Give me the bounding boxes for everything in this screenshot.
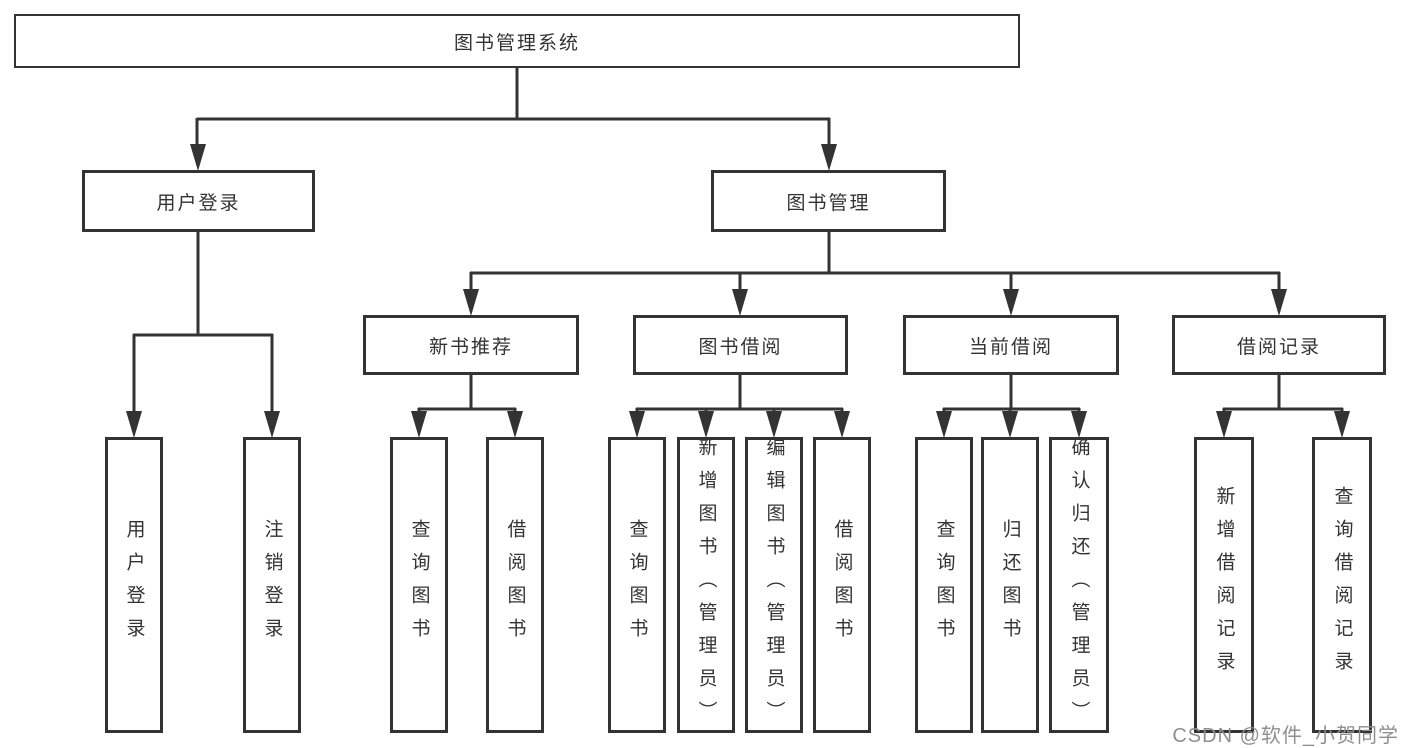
node-nb-query-books-label: 查询图书 (408, 519, 430, 651)
node-user-login: 用户登录 (82, 170, 315, 232)
node-current-borrow-label: 当前借阅 (968, 336, 1053, 358)
node-borrow-records-label: 借阅记录 (1236, 336, 1321, 358)
node-bb-add-books-label: 新增图书（管理员） (695, 436, 717, 734)
node-br-query-record-label: 查询借阅记录 (1331, 486, 1353, 684)
node-leaf-logout-label: 注销登录 (261, 519, 283, 651)
node-br-add-record-label: 新增借阅记录 (1213, 486, 1235, 684)
node-cb-confirm-return: 确认归还（管理员） (1049, 436, 1109, 734)
watermark: CSDN @软件_小贺同学 (1172, 725, 1399, 747)
node-bb-add-books: 新增图书（管理员） (677, 436, 735, 734)
node-cb-query-books-label: 查询图书 (933, 519, 955, 651)
node-leaf-user-login-label: 用户登录 (123, 519, 145, 651)
node-root-label: 图书管理系统 (453, 32, 580, 54)
node-br-query-record: 查询借阅记录 (1312, 437, 1372, 733)
node-bb-borrow-books-label: 借阅图书 (831, 519, 853, 651)
node-user-login-label: 用户登录 (156, 192, 241, 214)
node-book-borrow: 图书借阅 (633, 315, 848, 375)
node-book-management: 图书管理 (711, 170, 946, 232)
node-root: 图书管理系统 (14, 14, 1020, 68)
node-current-borrow: 当前借阅 (903, 315, 1119, 375)
node-leaf-user-login: 用户登录 (105, 437, 163, 733)
node-br-add-record: 新增借阅记录 (1194, 437, 1254, 733)
node-cb-return-books: 归还图书 (981, 437, 1039, 733)
node-bb-edit-books-label: 编辑图书（管理员） (763, 436, 785, 734)
node-nb-borrow-books: 借阅图书 (486, 437, 544, 733)
node-cb-query-books: 查询图书 (915, 437, 973, 733)
node-book-borrow-label: 图书借阅 (698, 336, 783, 358)
node-bb-borrow-books: 借阅图书 (813, 437, 871, 733)
node-nb-query-books: 查询图书 (390, 437, 448, 733)
node-bb-query-books-label: 查询图书 (626, 519, 648, 651)
node-bb-query-books: 查询图书 (608, 437, 666, 733)
node-nb-borrow-books-label: 借阅图书 (504, 519, 526, 651)
node-borrow-records: 借阅记录 (1172, 315, 1386, 375)
node-leaf-logout: 注销登录 (243, 437, 301, 733)
node-bb-edit-books: 编辑图书（管理员） (745, 436, 803, 734)
node-book-management-label: 图书管理 (786, 192, 871, 214)
node-cb-return-books-label: 归还图书 (999, 519, 1021, 651)
node-cb-confirm-return-label: 确认归还（管理员） (1068, 436, 1090, 734)
node-new-book-recommend-label: 新书推荐 (428, 336, 513, 358)
node-new-book-recommend: 新书推荐 (363, 315, 579, 375)
